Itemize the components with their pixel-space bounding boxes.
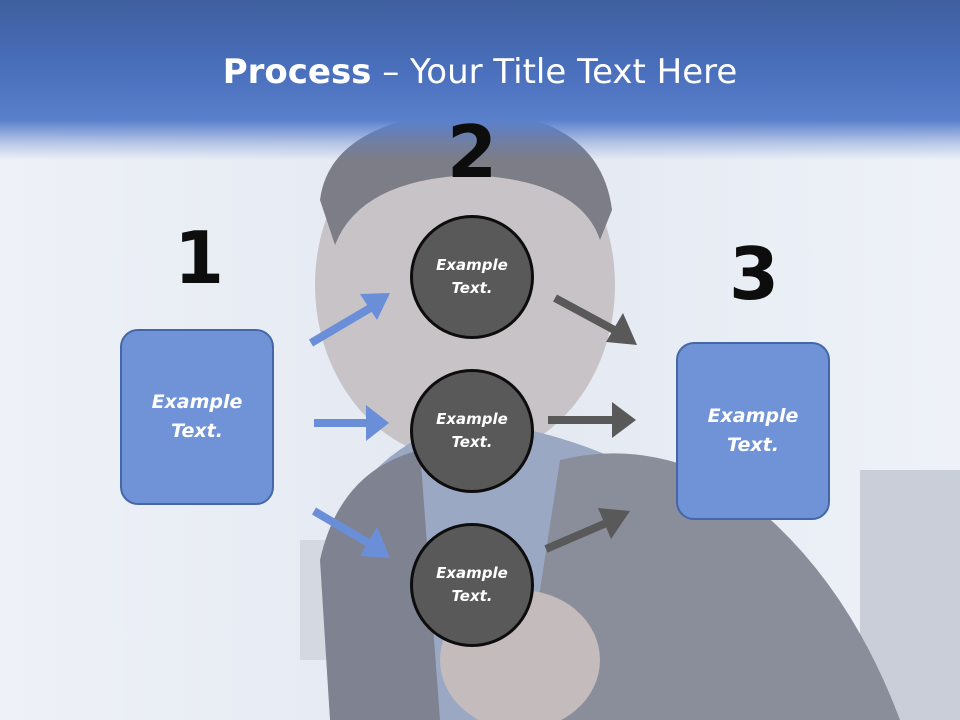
step-number-2: 2 bbox=[446, 110, 498, 194]
arrow-right-icon bbox=[544, 508, 630, 553]
title-band bbox=[0, 0, 960, 160]
step-3-box: Example Text. bbox=[676, 342, 830, 520]
step-2-circle-middle: Example Text. bbox=[410, 369, 534, 493]
step-2-circle-middle-text: Example Text. bbox=[436, 410, 508, 451]
step-number-1: 1 bbox=[173, 216, 225, 300]
arrow-right-icon bbox=[548, 402, 636, 438]
step-2-circle-top-text: Example Text. bbox=[436, 256, 508, 297]
step-3-text: Example Text. bbox=[707, 405, 799, 456]
step-1-text: Example Text. bbox=[151, 391, 243, 442]
step-2-circle-bottom-text: Example Text. bbox=[436, 564, 508, 605]
step-2-circle-top: Example Text. bbox=[410, 215, 534, 339]
arrow-right-icon bbox=[308, 293, 390, 347]
arrow-right-icon bbox=[553, 294, 637, 345]
title-rest: – Your Title Text Here bbox=[371, 52, 738, 92]
arrow-right-icon bbox=[311, 507, 390, 558]
step-2-circle-bottom: Example Text. bbox=[410, 523, 534, 647]
step-1-box: Example Text. bbox=[120, 329, 274, 505]
arrow-right-icon bbox=[314, 405, 389, 441]
title-bold: Process bbox=[222, 52, 372, 92]
slide-title: Process – Your Title Text Here bbox=[0, 52, 960, 92]
step-number-3: 3 bbox=[728, 232, 780, 316]
